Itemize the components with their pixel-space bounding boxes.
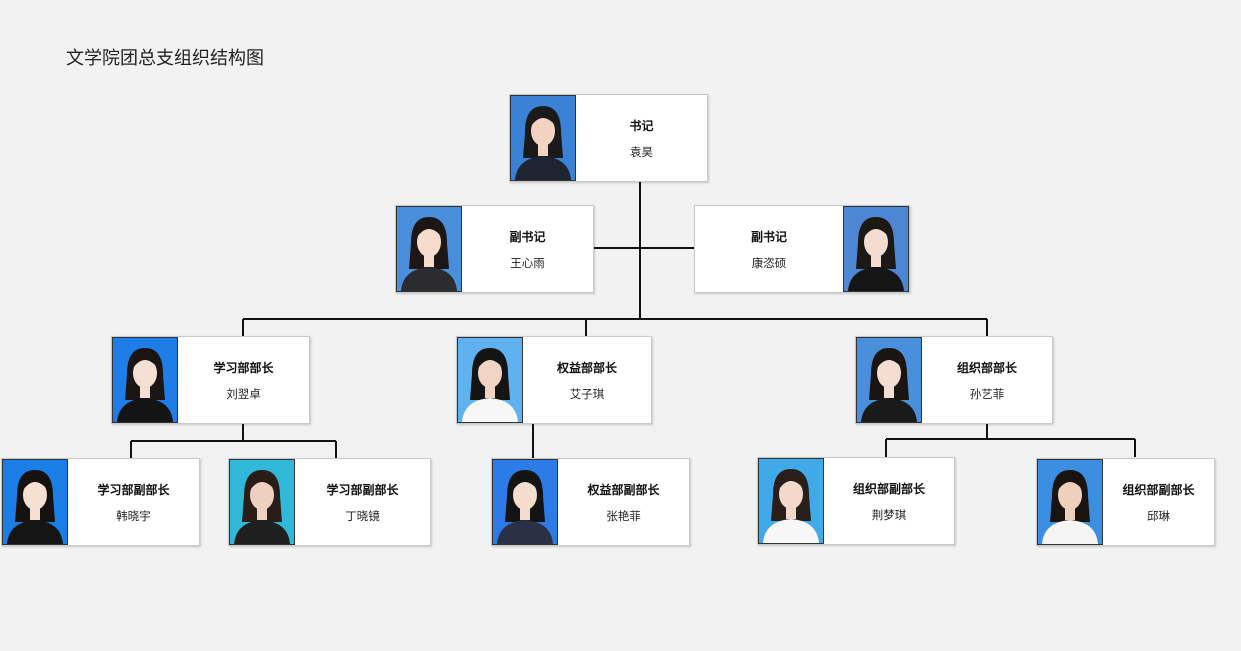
node-study-head[interactable]: 学习部部长 刘翌卓: [111, 336, 310, 424]
portrait-photo: [2, 459, 68, 545]
node-person-name: 丁晓镜: [345, 508, 380, 523]
node-role: 权益部部长: [556, 360, 617, 375]
portrait-photo: [510, 95, 576, 181]
node-study-deputy-2[interactable]: 学习部副部长 丁晓镜: [228, 458, 431, 546]
node-person-name: 袁昊: [630, 144, 653, 159]
node-role: 组织部副部长: [1122, 482, 1195, 497]
node-secretary[interactable]: 书记 袁昊: [509, 94, 708, 182]
node-study-deputy-1[interactable]: 学习部副部长 韩晓宇: [1, 458, 200, 546]
node-role: 副书记: [509, 229, 546, 244]
node-person-name: 刘翌卓: [226, 386, 261, 401]
node-org-head[interactable]: 组织部部长 孙艺菲: [855, 336, 1053, 424]
node-deputy-secretary-1[interactable]: 副书记 王心雨: [395, 205, 594, 293]
node-person-name: 韩晓宇: [116, 508, 151, 523]
node-rights-deputy[interactable]: 权益部副部长 张艳菲: [491, 458, 690, 546]
node-rights-head[interactable]: 权益部部长 艾子琪: [456, 336, 652, 424]
chart-title: 文学院团总支组织结构图: [66, 48, 264, 69]
portrait-photo: [112, 337, 178, 423]
node-person-name: 邱琳: [1147, 508, 1170, 523]
portrait-photo: [1037, 459, 1103, 545]
portrait-photo: [856, 337, 922, 423]
portrait-photo: [457, 337, 523, 423]
portrait-photo: [492, 459, 558, 545]
node-role: 权益部副部长: [587, 482, 660, 497]
node-role: 组织部副部长: [852, 481, 925, 496]
node-role: 学习部副部长: [326, 482, 399, 497]
node-org-deputy-2[interactable]: 组织部副部长 邱琳: [1036, 458, 1215, 546]
node-org-deputy-1[interactable]: 组织部副部长 荆梦琪: [757, 457, 955, 545]
portrait-photo: [843, 206, 909, 292]
node-person-name: 王心雨: [510, 255, 545, 270]
node-role: 学习部部长: [213, 360, 274, 375]
portrait-photo: [229, 459, 295, 545]
node-role: 学习部副部长: [97, 482, 170, 497]
node-person-name: 张艳菲: [606, 508, 641, 523]
node-person-name: 孙艺菲: [969, 386, 1005, 401]
node-person-name: 艾子琪: [569, 386, 605, 401]
portrait-photo: [396, 206, 462, 292]
node-person-name: 康恣硕: [751, 255, 787, 270]
node-role: 副书记: [750, 229, 787, 244]
node-person-name: 荆梦琪: [871, 507, 907, 522]
node-role: 书记: [629, 118, 654, 133]
portrait-photo: [758, 458, 824, 544]
node-deputy-secretary-2[interactable]: 副书记 康恣硕: [694, 205, 910, 293]
node-role: 组织部部长: [956, 360, 1017, 375]
